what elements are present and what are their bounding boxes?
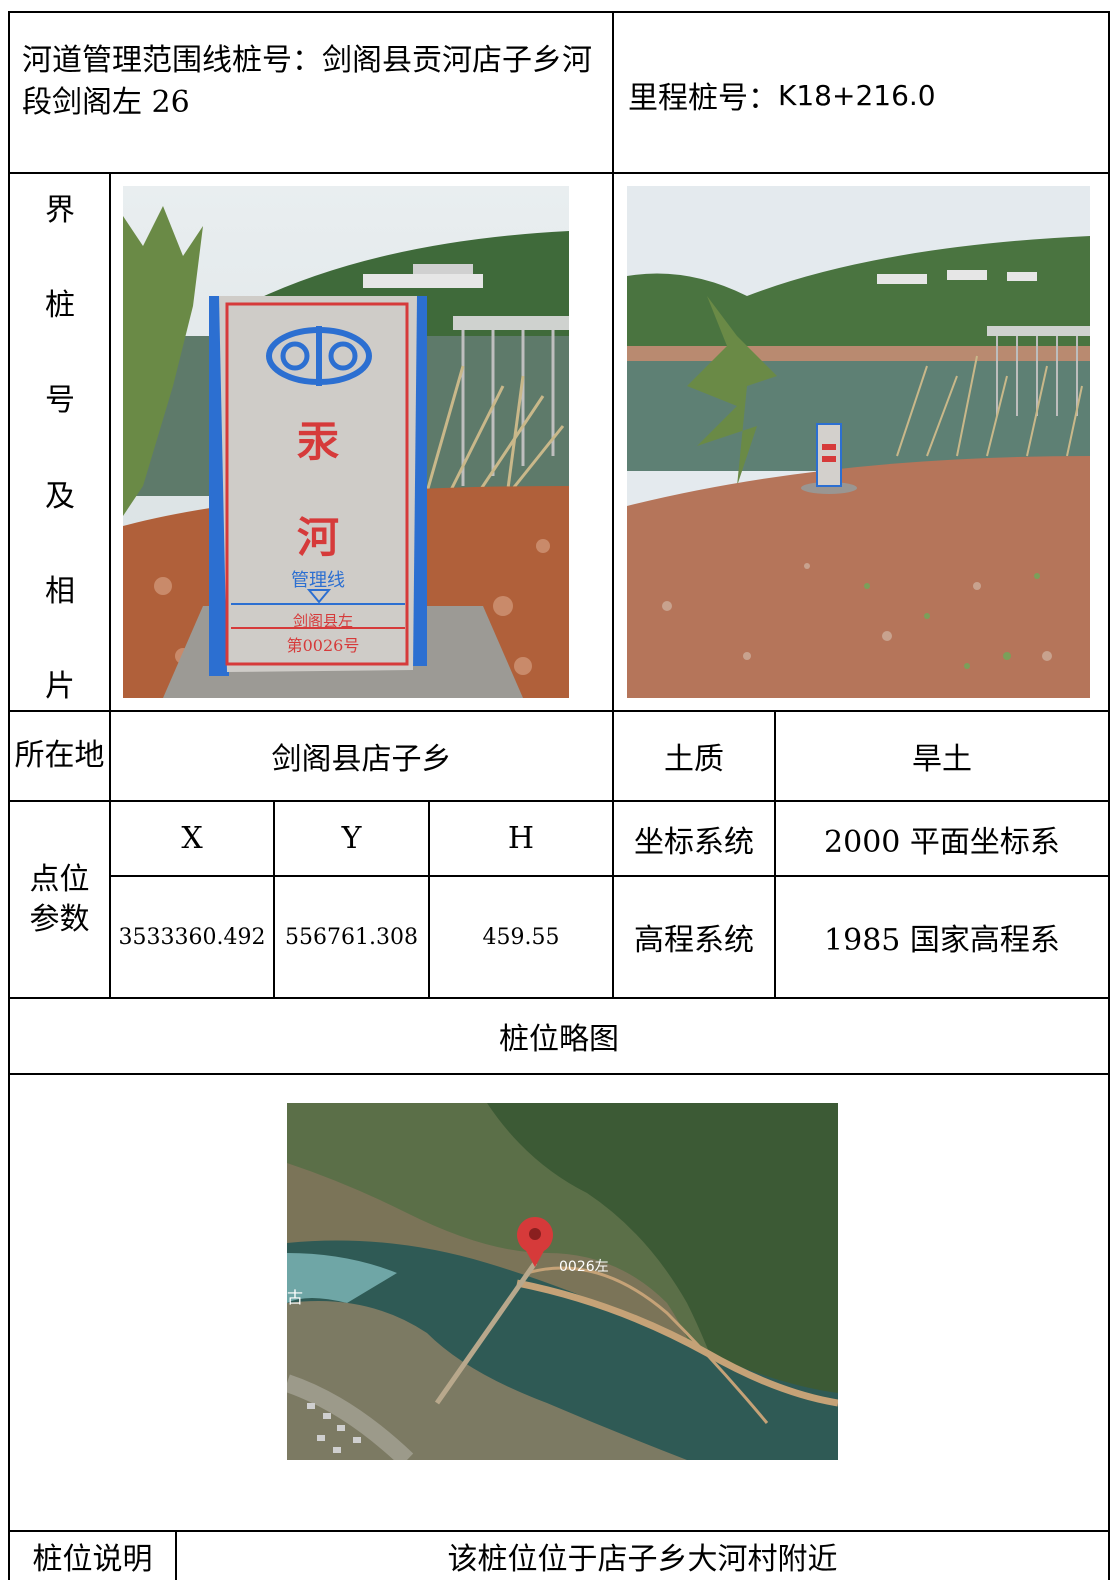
location-value-text: 剑阁县店子乡 bbox=[271, 742, 452, 777]
side-char: 桩 bbox=[45, 288, 75, 324]
value-h: 459.55 bbox=[430, 877, 612, 997]
soil-value-text: 旱土 bbox=[912, 742, 972, 777]
satellite-map-drawing bbox=[287, 1103, 838, 1460]
mileage-stake: 里程桩号： K18+216.0 bbox=[628, 60, 1098, 130]
header-y: Y bbox=[275, 802, 428, 875]
elev-system-value-text: 1985 国家高程系 bbox=[824, 923, 1060, 958]
header-x-text: X bbox=[181, 821, 203, 856]
value-x: 3533360.492 bbox=[111, 877, 273, 997]
note-value: 该桩位位于店子乡大河村附近 bbox=[177, 1532, 1108, 1580]
location-map: 0026左 古 bbox=[287, 1103, 838, 1460]
sketch-title-text: 桩位略图 bbox=[499, 1022, 619, 1057]
note-value-text: 该桩位位于店子乡大河村附近 bbox=[447, 1542, 838, 1577]
note-label-text: 桩位说明 bbox=[32, 1542, 153, 1577]
header-h-text: H bbox=[507, 821, 535, 856]
stake-char-1: 汞 bbox=[296, 417, 339, 466]
location-value: 剑阁县店子乡 bbox=[111, 712, 612, 800]
map-edge-char: 古 bbox=[287, 1288, 304, 1307]
photo-side-label: 界 桩 号 及 相 片 bbox=[10, 185, 110, 705]
side-char: 号 bbox=[45, 383, 75, 419]
sketch-title: 桩位略图 bbox=[10, 999, 1108, 1073]
elev-system-label-text: 高程系统 bbox=[634, 923, 754, 958]
mileage-value: K18+216.0 bbox=[778, 78, 936, 112]
value-y-text: 556761.308 bbox=[285, 924, 418, 950]
soil-label-text: 土质 bbox=[664, 742, 724, 777]
value-x-text: 3533360.492 bbox=[118, 924, 266, 950]
coord-system-value: 2000 平面坐标系 bbox=[776, 802, 1108, 875]
stake-char-2: 河 bbox=[296, 513, 339, 562]
value-y: 556761.308 bbox=[275, 877, 428, 997]
params-label: 点位参数 bbox=[10, 802, 109, 997]
map-marker-label: 0026左 bbox=[559, 1259, 609, 1275]
note-label: 桩位说明 bbox=[10, 1532, 175, 1580]
side-char: 及 bbox=[45, 478, 75, 514]
stake-name: 河道管理范围线桩号：剑阁县贡河店子乡河段剑阁左 26 bbox=[22, 40, 602, 150]
header-h: H bbox=[430, 802, 612, 875]
mileage-label: 里程桩号： bbox=[628, 81, 778, 116]
stake-number-text: 第0026号 bbox=[286, 636, 360, 655]
location-label-text: 所在地 bbox=[14, 738, 105, 773]
location-label: 所在地 bbox=[10, 712, 109, 800]
coord-system-value-text: 2000 平面坐标系 bbox=[824, 824, 1060, 860]
side-char: 片 bbox=[45, 668, 75, 704]
stake-landscape-photo bbox=[627, 186, 1090, 698]
stake-county-text: 剑阁县左 bbox=[292, 612, 353, 630]
header-y-text: Y bbox=[341, 821, 362, 856]
params-label-text: 点位参数 bbox=[29, 861, 90, 937]
stake-closeup-drawing bbox=[123, 186, 569, 698]
soil-label: 土质 bbox=[614, 712, 774, 800]
coord-system-label: 坐标系统 bbox=[614, 802, 774, 875]
side-char: 相 bbox=[45, 573, 75, 609]
value-h-text: 459.55 bbox=[482, 924, 560, 950]
stake-name-text: 河道管理范围线桩号：剑阁县贡河店子乡河段剑阁左 26 bbox=[22, 43, 592, 120]
elev-system-label: 高程系统 bbox=[614, 877, 774, 997]
stake-line-label: 管理线 bbox=[291, 570, 345, 591]
soil-value: 旱土 bbox=[776, 712, 1108, 800]
header-x: X bbox=[111, 802, 273, 875]
coord-system-label-text: 坐标系统 bbox=[634, 824, 754, 860]
stake-landscape-drawing bbox=[627, 186, 1090, 698]
elev-system-value: 1985 国家高程系 bbox=[776, 877, 1108, 997]
stake-closeup-photo: 汞 河 管理线 剑阁县左 第0026号 bbox=[123, 186, 569, 698]
side-char: 界 bbox=[45, 193, 75, 228]
